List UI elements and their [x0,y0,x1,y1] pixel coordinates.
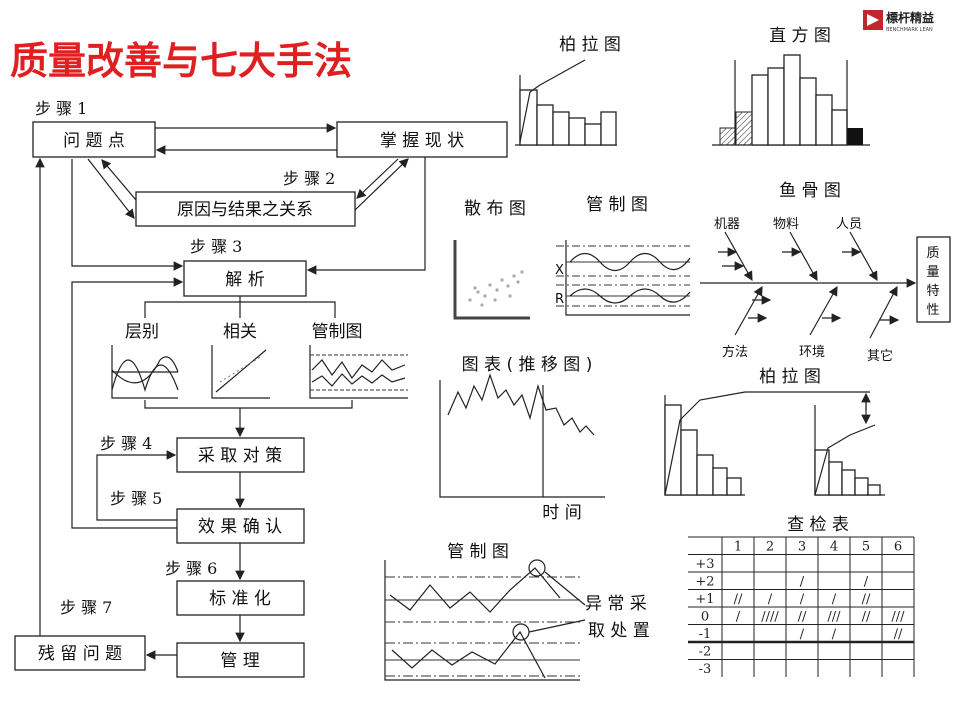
stratification-chart [111,345,179,399]
box-cause-label: 原因与结果之关系 [177,200,313,220]
tally-cell: / [800,627,805,642]
abnormal-label-2: 取 处 置 [588,621,650,641]
pareto-chart-2 [664,391,885,496]
trend-title: 图 表 ( 推 移 图 ) [462,355,593,375]
column-header: 5 [862,540,870,555]
fish-cause-machine: 机器 [714,217,740,232]
box-problem-label: 问 题 点 [63,131,125,151]
control-chart-1 [556,240,691,316]
step-2-label: 步 骤 2 [283,169,335,188]
step-3-label: 步 骤 3 [190,237,242,256]
tally-cell: // [734,592,743,607]
box-status [336,121,508,158]
box-analysis [183,260,307,297]
tally-cell: //// [761,610,779,625]
page-title: 质量改善与七大手法 [10,38,352,83]
logo: 標杆精益 BENCHMARK LEAN [863,10,934,33]
tool-stratification: 层别 [125,322,159,342]
box-standard-label: 标 准 化 [209,589,271,609]
row-label: -2 [699,645,712,660]
pareto-title-1: 柏 拉 图 [559,35,621,55]
box-manage-label: 管 理 [220,651,259,671]
correlation-chart [211,345,270,399]
checksheet-title: 查 检 表 [787,515,849,535]
box-remaining [14,635,146,671]
box-confirm-label: 效 果 确 认 [198,517,282,537]
tally-cell: / [832,592,837,607]
box-manage [176,642,305,678]
tally-cell: / [800,592,805,607]
step-1-label: 步 骤 1 [35,99,87,118]
logo-name: 標杆精益 [886,10,934,25]
pareto-title-2: 柏 拉 图 [759,367,821,387]
tally-cell: /// [827,610,841,625]
control-title-2: 管 制 图 [447,542,509,562]
fish-cause-method: 方法 [722,344,748,360]
fish-cause-other: 其它 [867,348,893,364]
tool-control-chart: 管制图 [312,322,363,342]
fish-cause-environment: 环境 [799,345,825,360]
logo-sub: BENCHMARK LEAN [886,27,933,33]
box-measures-label: 采 取 对 策 [198,446,282,466]
row-label: -1 [699,627,712,642]
abnormal-label-1: 异 常 采 [585,594,647,614]
step-7-label: 步 骤 7 [60,598,112,617]
fish-effect-2: 量 [926,265,939,280]
tally-cell: // [862,610,871,625]
step-5-label: 步 骤 5 [110,489,162,508]
control-chart-2 [384,559,586,681]
box-remaining-label: 残 留 问 题 [38,644,122,664]
tally-cell: // [862,592,871,607]
histogram-title: 直 方 图 [769,26,831,46]
trend-chart [439,373,605,498]
tally-cell: / [736,610,741,625]
pareto-chart-1 [515,59,617,146]
tally-cell: / [832,627,837,642]
mini-control-chart [309,345,408,399]
row-label: 0 [701,610,709,625]
column-header: 2 [766,540,774,555]
histogram-chart [712,54,870,146]
fish-cause-people: 人员 [836,217,862,232]
box-standard [176,580,305,616]
abnormal-point-1 [528,559,546,577]
tally-cell: / [768,592,773,607]
row-label: -3 [699,662,712,677]
box-measures [176,437,305,473]
fishbone-diagram [700,231,951,339]
step-4-label: 步 骤 4 [100,434,152,453]
abnormal-point-2 [512,623,530,641]
row-label: +3 [695,557,714,572]
row-label: +1 [695,592,714,607]
fish-cause-material: 物料 [773,217,799,232]
row-label: +2 [695,575,714,590]
control-r-label: R [555,292,564,307]
box-status-label: 掌 握 现 状 [380,131,464,151]
scatter-title: 散 布 图 [464,199,526,219]
box-cause [135,191,356,227]
tally-cell: /// [891,610,905,625]
column-header: 3 [798,540,806,555]
control-title-1: 管 制 图 [586,195,648,215]
step-6-label: 步 骤 6 [165,559,217,578]
control-x-label: X [555,263,564,278]
fish-effect-3: 特 [926,284,939,299]
tally-cell: // [894,627,903,642]
column-header: 1 [734,540,742,555]
column-header: 6 [894,540,902,555]
tally-cell: / [800,575,805,590]
box-analysis-label: 解 析 [225,270,264,290]
box-problem [32,121,156,158]
tally-cell: // [798,610,807,625]
tally-cell: / [864,575,869,590]
fish-effect-4: 性 [926,303,939,318]
fish-effect-1: 质 [926,246,939,261]
tool-correlation: 相关 [223,322,257,342]
trend-x-label: 时 间 [542,503,581,523]
fishbone-title: 鱼 骨 图 [779,181,841,201]
column-header: 4 [830,540,838,555]
scatter-chart [453,240,530,320]
